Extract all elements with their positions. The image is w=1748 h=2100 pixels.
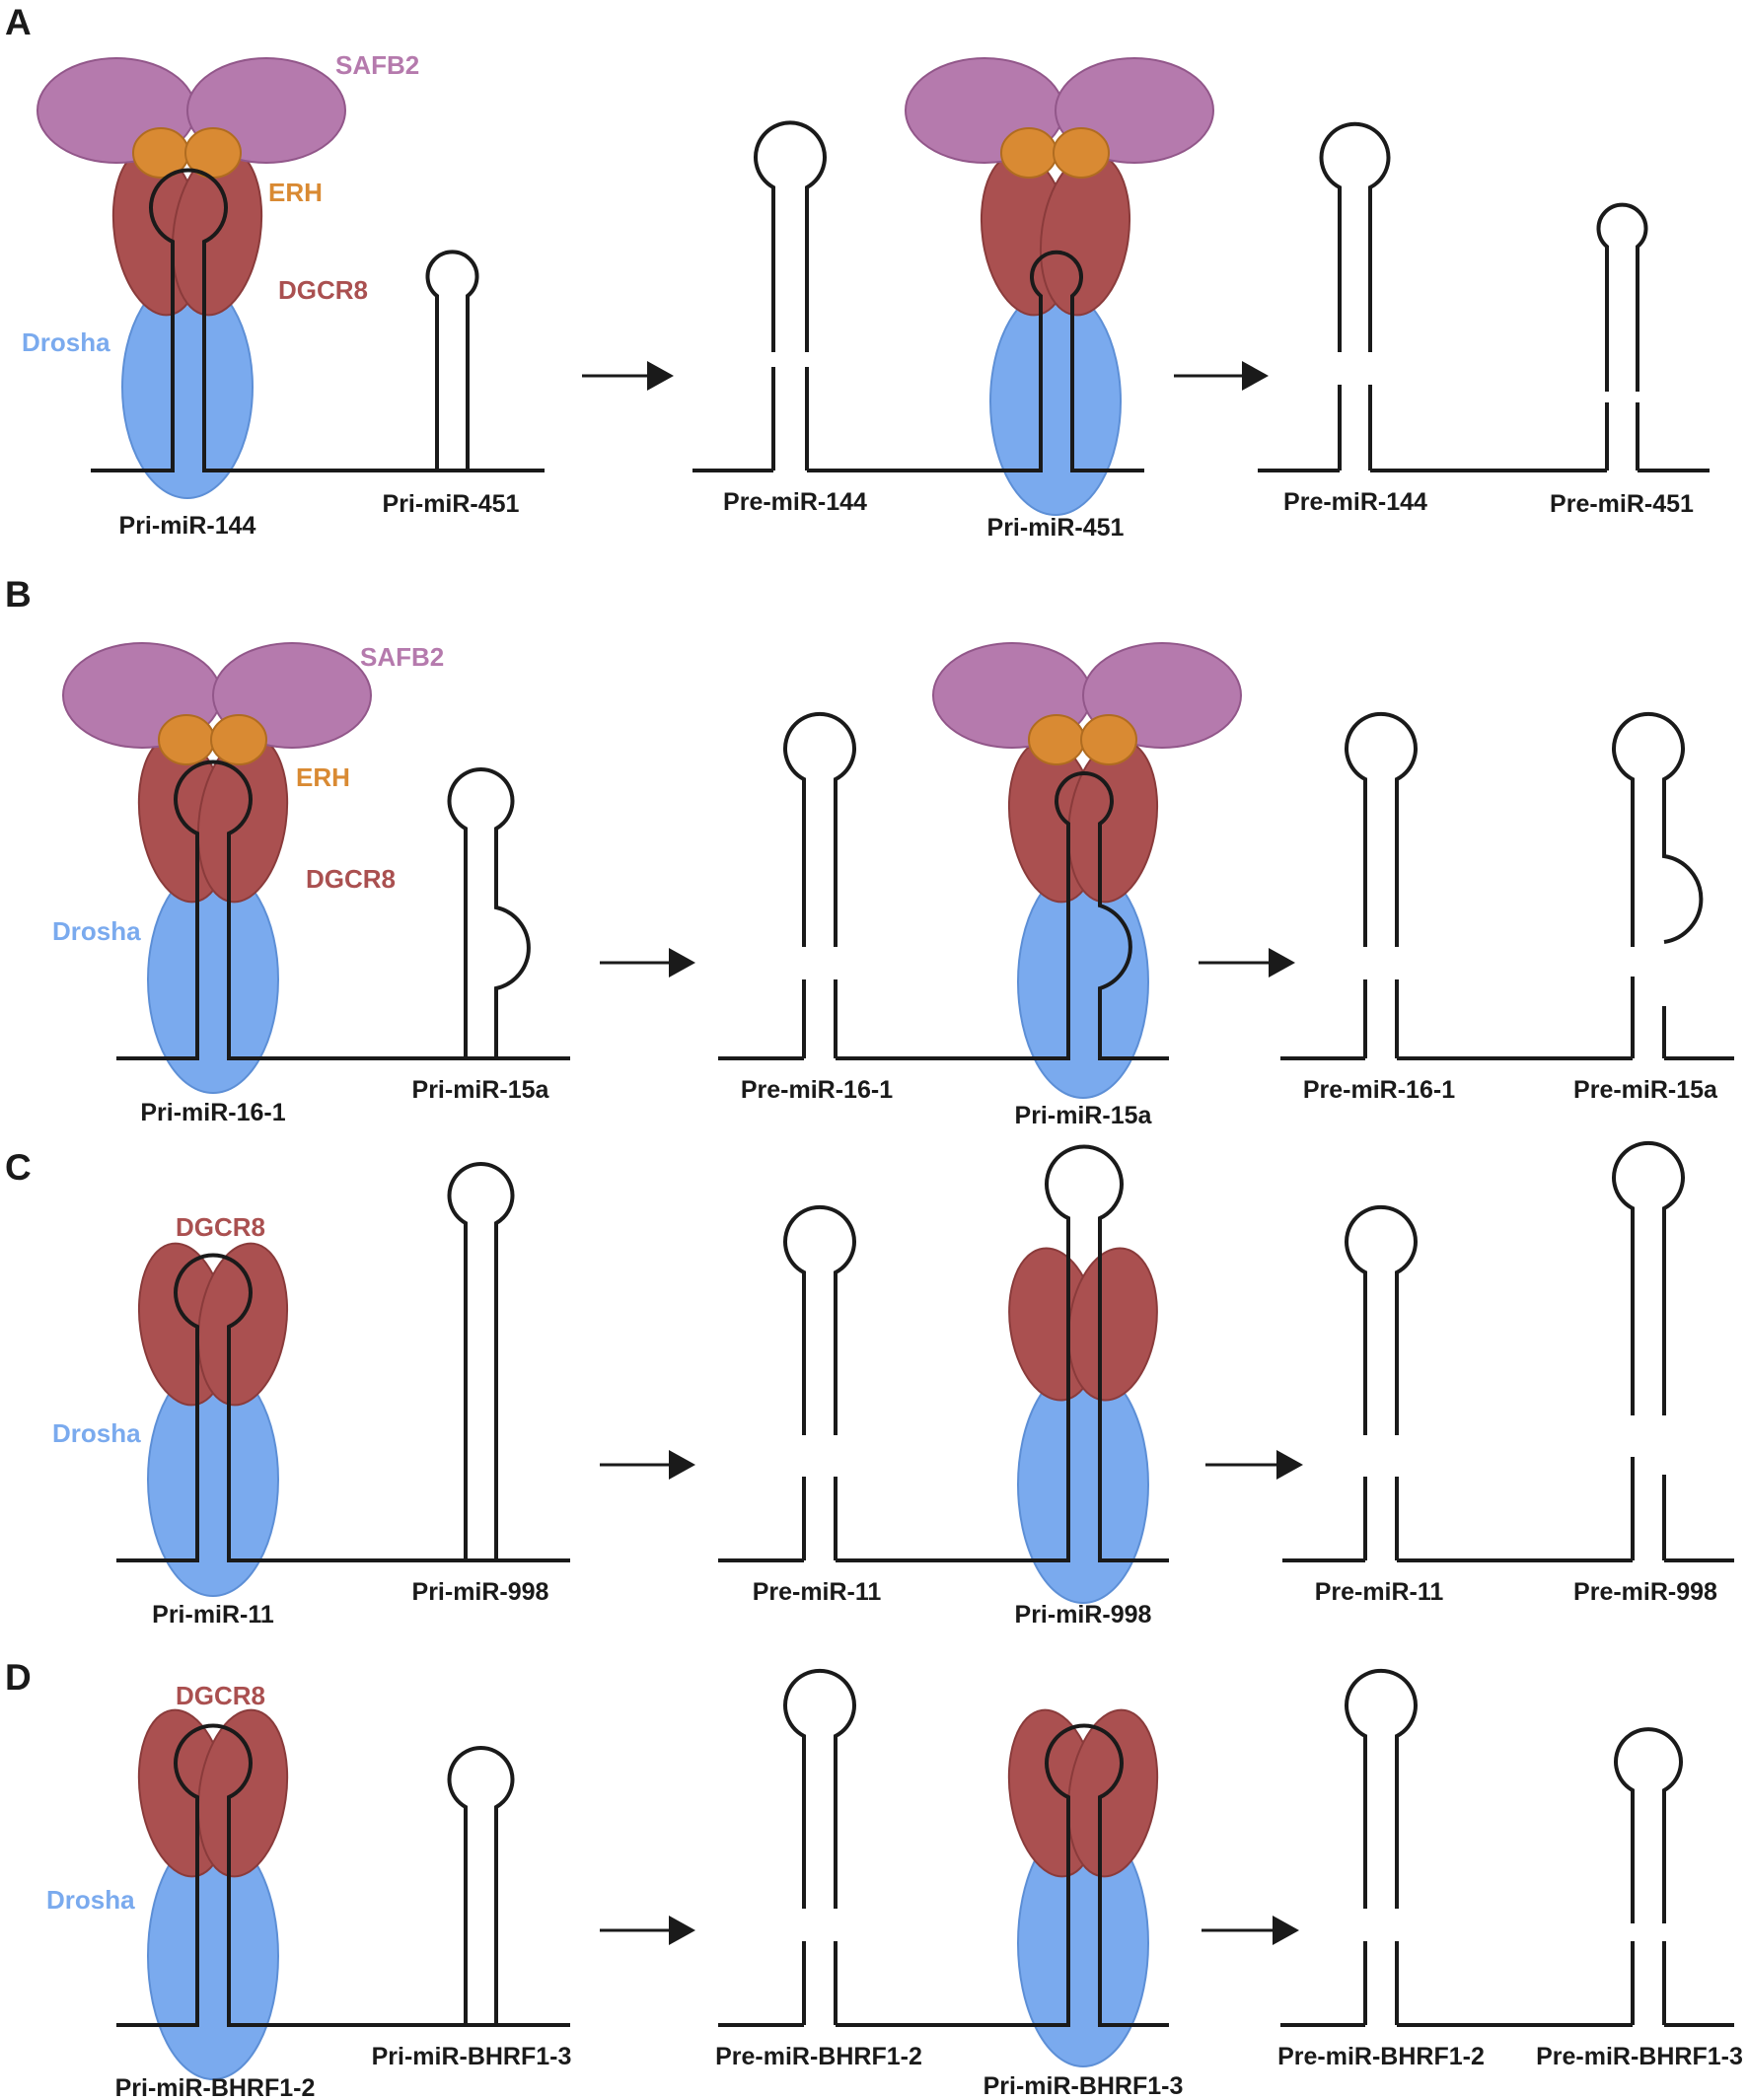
b-s2-erh-right (1080, 714, 1137, 765)
label-b-s3-pre-a: Pre-miR-16-1 (1303, 1076, 1455, 1104)
label-drosha-b: Drosha (52, 916, 141, 946)
b-s3-pre-15a-upper (1612, 711, 1704, 947)
label-drosha-a: Drosha (22, 327, 110, 357)
a-s2-drosha (989, 287, 1122, 516)
d-s1-rna-pri-bhrf1-3 (447, 1746, 515, 2025)
b-s2-pre-16-1-upper (783, 711, 856, 947)
label-c-s3-pre-b: Pre-miR-998 (1573, 1578, 1717, 1606)
label-dgcr8-c: DGCR8 (176, 1212, 265, 1242)
label-b-s2-pri-b: Pri-miR-15a (1015, 1102, 1153, 1129)
label-a-s1-pri-b: Pri-miR-451 (383, 490, 520, 518)
label-a-s3-pre-b: Pre-miR-451 (1550, 490, 1694, 518)
label-d-s1-pri-a: Pri-miR-BHRF1-2 (115, 2074, 316, 2100)
a-s2-erh-left (1000, 127, 1057, 179)
a-s2-rna-pri-451 (807, 250, 1144, 472)
label-dgcr8-a: DGCR8 (278, 275, 368, 305)
c-s3-pre-998-upper (1612, 1140, 1685, 1415)
label-c-s2-pri-b: Pri-miR-998 (1015, 1601, 1152, 1629)
label-b-s1-pri-b: Pri-miR-15a (412, 1076, 550, 1104)
label-c-s1-pri-b: Pri-miR-998 (412, 1578, 549, 1606)
label-c-s2-pre-a: Pre-miR-11 (753, 1578, 882, 1606)
c-s2-rna-pri-998 (836, 1144, 1169, 1562)
label-d-s1-pri-b: Pri-miR-BHRF1-3 (372, 2043, 572, 2070)
panel-letter-c: C (5, 1147, 32, 1188)
a-s2-erh-right (1053, 127, 1110, 179)
label-b-s1-pri-a: Pri-miR-16-1 (140, 1099, 285, 1126)
label-a-s3-pre-a: Pre-miR-144 (1283, 488, 1427, 516)
b-s1-rna-pri-16-1 (116, 760, 570, 1060)
label-b-s2-pre-a: Pre-miR-16-1 (741, 1076, 893, 1104)
a-s1-drosha (121, 275, 254, 499)
d-s1-dgcr8-right (196, 1708, 289, 1878)
label-dgcr8-b: DGCR8 (306, 864, 396, 894)
label-d-s2-pri-b: Pri-miR-BHRF1-3 (983, 2072, 1184, 2100)
label-d-s3-pre-a: Pre-miR-BHRF1-2 (1277, 2043, 1485, 2070)
label-a-s2-pri-b: Pri-miR-451 (987, 514, 1125, 542)
a-s1-rna-pri-451 (425, 250, 479, 471)
b-s2-drosha (1017, 865, 1149, 1099)
c-s1-rna-pri-11 (116, 1253, 570, 1562)
panel-letter-a: A (5, 2, 32, 42)
label-c-s3-pre-a: Pre-miR-11 (1315, 1578, 1444, 1606)
d-s1-drosha (147, 1832, 279, 2080)
d-s2-pre-bhrf1-2-upper (783, 1668, 856, 1909)
label-erh-b: ERH (296, 762, 350, 792)
c-s1-dgcr8-right (196, 1242, 289, 1407)
b-s3-pre-16-1-upper (1345, 711, 1418, 947)
panel-letter-d: D (5, 1657, 32, 1698)
a-s3-pre-451-upper (1596, 202, 1648, 392)
b-s2-erh-left (1028, 714, 1085, 765)
c-s2-drosha (1017, 1365, 1149, 1604)
label-safb2-a: SAFB2 (335, 50, 419, 80)
label-d-s3-pre-b: Pre-miR-BHRF1-3 (1536, 2043, 1743, 2070)
a-s2-pre-144-upper (754, 120, 827, 352)
a-s3-pre-144-upper (1319, 121, 1391, 352)
label-a-s1-pri-a: Pri-miR-144 (119, 512, 256, 540)
label-b-s3-pre-b: Pre-miR-15a (1573, 1076, 1718, 1104)
a-s1-rna-pri-144 (91, 168, 545, 472)
b-s2-rna-pri-15a (836, 771, 1169, 1060)
label-d-s2-pre-a: Pre-miR-BHRF1-2 (715, 2043, 922, 2070)
d-s2-rna-pri-bhrf1-3 (836, 1723, 1169, 2027)
c-s3-pre-11-upper (1345, 1204, 1418, 1435)
d-s1-rna-pri-bhrf1-2 (116, 1723, 570, 2027)
label-safb2-b: SAFB2 (360, 642, 444, 672)
d-s3-pre-bhrf1-3-upper (1614, 1727, 1683, 1923)
label-a-s2-pre-a: Pre-miR-144 (723, 488, 867, 516)
c-s2-pre-11-upper (783, 1204, 856, 1435)
c-s1-rna-pri-998 (447, 1162, 515, 1560)
label-c-s1-pri-a: Pri-miR-11 (152, 1601, 274, 1629)
label-erh-a: ERH (268, 178, 323, 207)
label-drosha-d: Drosha (46, 1885, 135, 1915)
label-drosha-c: Drosha (52, 1418, 141, 1448)
b-s1-erh-right (210, 714, 267, 765)
label-dgcr8-d: DGCR8 (176, 1681, 265, 1710)
b-s1-erh-left (158, 714, 215, 765)
d-s3-pre-bhrf1-2-upper (1345, 1668, 1418, 1909)
panel-letter-b: B (5, 574, 32, 615)
b-s1-rna-pri-15a (447, 767, 531, 1058)
